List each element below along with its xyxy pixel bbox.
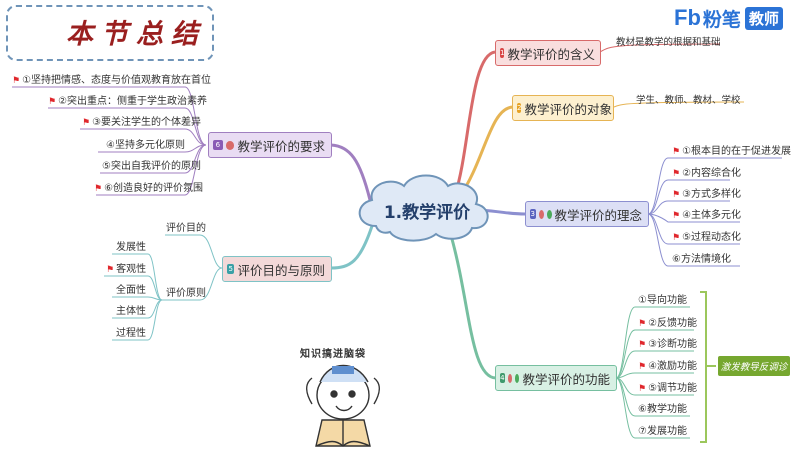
function-item: ⑦发展功能	[638, 426, 687, 437]
flag-icon: ⚑	[48, 97, 57, 107]
flag-icon: ⚑	[638, 340, 647, 350]
flag-icon: ⚑	[672, 190, 681, 200]
flag-icon: ⚑	[638, 362, 647, 372]
principle-item: ⚑客观性	[106, 264, 147, 275]
purpose-sub-aim: 评价目的	[166, 223, 206, 234]
object-note-line	[613, 101, 745, 108]
concept-item: ⚑③方式多样化	[672, 189, 742, 200]
branch-requirements: 6 教学评价的要求	[208, 132, 332, 158]
branch-concept: 3 教学评价的理念	[525, 201, 649, 227]
student-doodle-illustration	[306, 365, 380, 447]
number-badge: 4	[500, 373, 505, 383]
brand-fb: Fb	[674, 5, 701, 30]
connector-object	[458, 105, 514, 197]
branch-meaning: 1 教学评价的含义	[495, 40, 601, 66]
mnemonic-tag: 激发教导反调诊	[718, 356, 790, 376]
requirement-item: ④坚持多元化原则	[106, 140, 185, 151]
meaning-note-line	[599, 43, 721, 53]
requirement-item: ⑤突出自我评价的原则	[102, 161, 201, 172]
branch-purpose-label: 评价目的与原则	[237, 262, 325, 278]
requirement-item: ⚑①坚持把情感、态度与价值观教育放在首位	[12, 75, 212, 86]
connector-function	[448, 231, 497, 380]
page-title: 本节总结	[66, 19, 206, 50]
connector-requirements	[330, 143, 372, 201]
concept-item: ⚑⑤过程动态化	[672, 232, 742, 243]
number-badge: 1	[500, 48, 505, 58]
concept-item: ⚑②内容综合化	[672, 168, 742, 179]
principle-item: 全面性	[116, 285, 146, 296]
branch-object-label: 教学评价的对象	[524, 101, 612, 117]
function-item: ⚑②反馈功能	[638, 318, 698, 329]
flag-icon: ⚑	[106, 265, 115, 275]
person-icon	[538, 209, 544, 219]
center-cloud	[358, 174, 489, 242]
number-badge: 5	[227, 264, 235, 274]
principle-item: 主体性	[116, 306, 146, 317]
requirement-item: ⚑③要关注学生的个体差异	[82, 117, 202, 128]
function-bracket	[700, 291, 716, 443]
brand-logo: Fb 粉笔 教师	[674, 5, 783, 31]
flag-icon: ⚑	[672, 147, 681, 157]
requirements-leaf-lines	[12, 86, 207, 196]
flag-icon: ⚑	[672, 169, 681, 179]
branch-meaning-label: 教学评价的含义	[507, 46, 595, 62]
number-badge: 6	[213, 140, 223, 150]
purpose-leaf-lines	[104, 234, 223, 341]
connector-purpose	[330, 225, 374, 270]
function-item: ⚑④激励功能	[638, 361, 698, 372]
concept-leaf-lines	[647, 157, 782, 267]
function-leaf-lines	[615, 306, 694, 439]
check-icon	[546, 209, 552, 219]
object-note: 学生、教师、教材、学校	[636, 95, 741, 106]
person-icon	[225, 140, 235, 150]
center-topic: 1.教学评价	[383, 203, 471, 223]
function-item: ①导向功能	[638, 295, 687, 306]
doodle-caption: 知识搞进脑袋	[300, 349, 366, 360]
flag-icon: ⚑	[638, 319, 647, 329]
branch-function: 4 教学评价的功能	[495, 365, 617, 391]
branch-object: 2 教学评价的对象	[512, 95, 614, 121]
concept-item: ⑥方法情境化	[672, 254, 731, 265]
branch-function-label: 教学评价的功能	[522, 371, 610, 387]
function-item: ⑥教学功能	[638, 404, 687, 415]
branch-purpose: 5 评价目的与原则	[222, 256, 332, 282]
flag-icon: ⚑	[672, 233, 681, 243]
principle-item: 发展性	[116, 242, 146, 253]
flag-icon: ⚑	[82, 118, 91, 128]
requirement-item: ⚑⑥创造良好的评价氛围	[94, 183, 204, 194]
branch-concept-label: 教学评价的理念	[554, 207, 643, 223]
function-item: ⚑③诊断功能	[638, 339, 698, 350]
flag-icon: ⚑	[12, 76, 21, 86]
number-badge: 2	[517, 103, 522, 113]
number-badge: 3	[530, 209, 536, 219]
flag-icon: ⚑	[94, 184, 103, 194]
header-box	[6, 5, 214, 61]
flag-icon: ⚑	[672, 211, 681, 221]
purpose-sub-principle: 评价原则	[166, 288, 206, 299]
person-icon	[507, 373, 513, 383]
connector-meaning	[453, 50, 496, 196]
branch-requirements-label: 教学评价的要求	[237, 138, 325, 154]
requirement-item: ⚑②突出重点：侧重于学生政治素养	[48, 96, 208, 107]
function-item: ⚑⑤调节功能	[638, 383, 698, 394]
concept-item: ⚑④主体多元化	[672, 210, 742, 221]
principle-item: 过程性	[116, 328, 146, 339]
brand-tag: 教师	[744, 6, 783, 30]
meaning-note: 教材是教学的根据和基础	[616, 37, 721, 48]
flag-icon: ⚑	[638, 384, 647, 394]
concept-item: ⚑①根本目的在于促进发展	[672, 146, 792, 157]
brand-name: 粉笔	[702, 8, 741, 31]
check-icon	[515, 373, 520, 383]
